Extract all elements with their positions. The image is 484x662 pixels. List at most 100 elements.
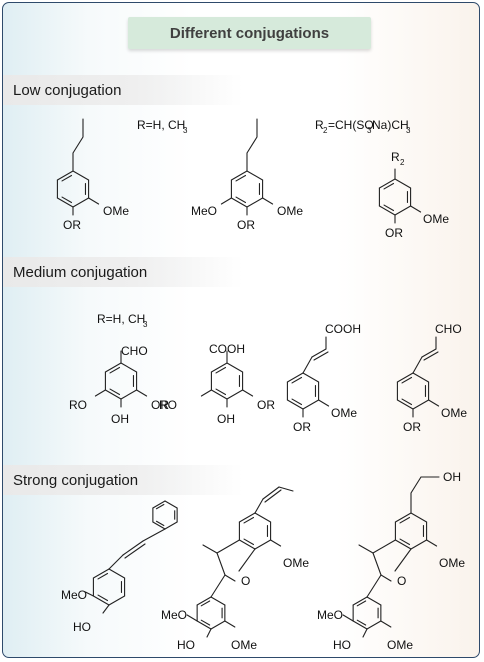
furan-bond-9d: [224, 574, 236, 582]
ring-strong-1b: [108, 568, 126, 579]
ho-label-10: HO: [333, 638, 351, 652]
ome-bond-6: [318, 399, 330, 407]
ho-bond-9: [206, 628, 212, 638]
ring-med-4: [412, 399, 430, 410]
or-label-7: OR: [403, 420, 421, 434]
ring-strong-3a-double: [399, 516, 411, 524]
stilbene-bond-b: [142, 528, 166, 542]
oh-label-4: OH: [111, 412, 129, 426]
or-label-4: OR: [151, 398, 169, 412]
vinyl-double-7: [421, 348, 437, 358]
ring-strong-1a: [152, 521, 166, 530]
ring-low-3-double: [383, 204, 395, 212]
methyl-bond-10: [358, 544, 374, 554]
meo-bond-9b: [186, 614, 198, 622]
meo-label-2: MeO: [191, 204, 217, 218]
ring-strong-3b-double: [356, 619, 367, 626]
ring-med-4-double: [401, 398, 413, 406]
ome-label-10b: OMe: [387, 638, 413, 652]
ring-low-1: [56, 197, 74, 208]
ring-low-3: [394, 205, 412, 216]
aryl-link-10: [366, 574, 382, 598]
aryl-link-9: [210, 574, 226, 598]
oh-label-5: OH: [217, 412, 235, 426]
ome-bond-7: [428, 399, 440, 407]
ring-strong-3a: [410, 539, 428, 550]
propenyl-double-9: [262, 486, 280, 500]
furan-o-label-10: O: [397, 574, 406, 588]
furan-o-bond-10a: [394, 548, 412, 572]
ring-med-3: [286, 372, 304, 383]
ring-strong-1a: [152, 500, 166, 509]
propanol-chain-10: [410, 476, 440, 514]
or-bond-5r: [242, 389, 254, 397]
ring-strong-1b-double: [97, 594, 109, 602]
ome-bond-9b: [224, 620, 236, 628]
ring-med-1: [120, 362, 138, 373]
r2-note-mid: =CH(SO: [328, 118, 374, 132]
r-note-low-sub: 3: [183, 126, 188, 135]
meo-label-10b: MeO: [317, 608, 343, 622]
ro-bond-5: [200, 389, 212, 397]
vinyl-bond-7a: [412, 356, 423, 374]
ring-med-1: [120, 389, 138, 400]
ring-low-2: [230, 170, 248, 181]
ring-med-4: [396, 372, 414, 383]
cho-label-4: CHO: [121, 344, 148, 358]
r-note-low: R=H, CH: [137, 118, 185, 132]
ring-med-3: [286, 399, 304, 410]
ome-label-10: OMe: [439, 556, 465, 570]
ro-label-4: RO: [69, 398, 87, 412]
ring-strong-3a-double: [399, 538, 411, 546]
ring-strong-2a-double: [243, 538, 255, 546]
ring-med-3: [302, 399, 320, 410]
ring-strong-2b: [210, 620, 226, 630]
ring-low-1: [56, 170, 74, 181]
propenyl-bond-9b: [278, 486, 294, 492]
ome-bond-10: [426, 539, 438, 547]
ome-label-6: OMe: [331, 406, 357, 420]
ring-strong-2a-double: [243, 516, 255, 524]
propenyl-bond-9a: [254, 498, 264, 514]
ome-bond-9: [270, 539, 282, 547]
figure-title: Different conjugations: [128, 17, 371, 49]
r-note-med: R=H, CH: [97, 312, 145, 326]
r2-label-3: R: [391, 150, 400, 164]
or-label-2: OR: [237, 218, 255, 232]
furan-bond-9b: [216, 539, 240, 554]
ome-bond-2: [262, 197, 274, 205]
ring-low-3: [378, 178, 396, 189]
furan-bond-10c: [372, 552, 382, 576]
or-label-6: OR: [293, 420, 311, 434]
ring-med-4: [396, 399, 414, 410]
ome-label-1: OMe: [103, 204, 129, 218]
propyl-chain-2: [246, 118, 258, 172]
section-strong-conjugation: Strong conjugation: [3, 465, 243, 495]
ome-bond-10b: [380, 620, 392, 628]
ome-label-2: OMe: [277, 204, 303, 218]
ring-strong-2a: [254, 539, 272, 550]
vinyl-bond-6a: [302, 356, 313, 374]
ho-bond-8: [102, 604, 110, 614]
meo-bond-10b: [342, 614, 354, 622]
ome-bond-1: [88, 197, 100, 205]
ring-med-3: [302, 372, 320, 383]
ring-med-2: [210, 389, 228, 400]
ring-low-1-double: [61, 174, 73, 182]
stilbene-double: [122, 540, 144, 556]
cooh-label-6: COOH: [325, 322, 361, 336]
figure-frame: Different conjugations Low conjugation M…: [2, 2, 480, 658]
ring-strong-3b: [366, 596, 382, 606]
furan-bond-10d: [380, 574, 392, 582]
ring-med-4-double: [401, 376, 413, 384]
cho-label-7: CHO: [435, 322, 462, 336]
or-label-1: OR: [63, 218, 81, 232]
or-bond-4r: [136, 389, 148, 397]
ring-strong-2b-double: [200, 600, 211, 607]
ring-med-3-double: [291, 398, 303, 406]
ring-med-2: [226, 389, 244, 400]
ome-label-3: OMe: [423, 212, 449, 226]
ring-strong-2a: [238, 512, 256, 523]
ring-low-3: [394, 178, 412, 189]
stilbene-double: [124, 543, 146, 559]
